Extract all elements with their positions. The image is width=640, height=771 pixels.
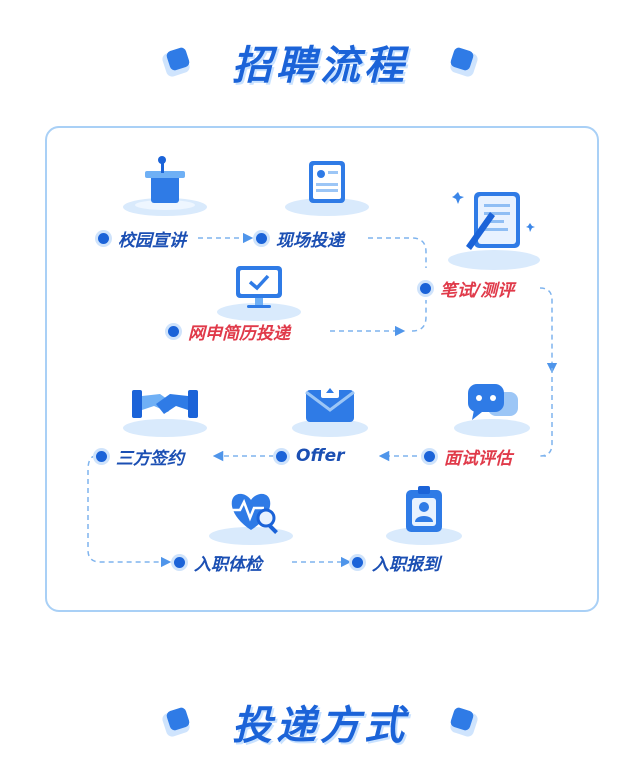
step-offer: Offer xyxy=(276,445,345,467)
step-label: 笔试/测评 xyxy=(440,280,515,301)
node-dot xyxy=(256,232,267,244)
step-label: 三方签约 xyxy=(116,448,184,469)
step-label: 校园宣讲 xyxy=(118,230,186,251)
heart-magnifier-icon xyxy=(209,493,293,545)
step-label: Offer xyxy=(296,446,345,466)
process-title: 招聘流程 xyxy=(232,43,408,89)
cube-decoration-icon xyxy=(450,47,478,77)
step-onsite-delivery: 现场投递 xyxy=(256,227,344,251)
step-onboarding: 入职报到 xyxy=(352,551,440,575)
step-medical-check: 入职体检 xyxy=(174,551,262,575)
podium-icon xyxy=(123,156,207,216)
step-online-resume: 网申简历投递 xyxy=(168,320,290,344)
delivery-title: 投递方式 xyxy=(232,703,408,749)
cube-decoration-icon xyxy=(450,707,478,737)
node-dot xyxy=(168,325,179,337)
step-tripartite: 三方签约 xyxy=(96,445,184,469)
node-dot xyxy=(352,556,363,568)
scroll-pen-icon xyxy=(448,192,540,270)
node-dot xyxy=(96,450,107,462)
step-label: 网申简历投递 xyxy=(188,323,290,344)
node-dot xyxy=(98,232,109,244)
resume-document-icon xyxy=(285,161,369,216)
step-label: 面试评估 xyxy=(444,448,512,469)
connector-onsite-to-test xyxy=(368,237,427,268)
connector-right-side xyxy=(539,368,553,457)
cube-decoration-icon xyxy=(162,707,190,737)
node-dot xyxy=(420,282,431,294)
step-campus-talk: 校园宣讲 xyxy=(98,227,186,251)
connector-test-down xyxy=(539,287,558,374)
step-label: 现场投递 xyxy=(276,230,344,251)
chat-bubbles-icon xyxy=(454,384,530,437)
id-badge-icon xyxy=(386,486,462,545)
process-heading: 招聘流程 xyxy=(0,32,640,92)
monitor-check-icon xyxy=(217,266,301,321)
node-dot xyxy=(424,450,435,462)
envelope-icon xyxy=(292,384,368,437)
handshake-icon xyxy=(123,390,207,437)
connector-sign-to-medical xyxy=(87,455,172,568)
step-label: 入职体检 xyxy=(194,554,262,575)
step-written-test: 笔试/测评 xyxy=(420,277,515,301)
cube-decoration-icon xyxy=(162,47,190,77)
step-interview-eval: 面试评估 xyxy=(424,445,512,469)
node-dot xyxy=(276,450,287,462)
node-dot xyxy=(174,556,185,568)
step-label: 入职报到 xyxy=(372,554,440,575)
delivery-heading: 投递方式 xyxy=(0,692,640,752)
connector-online-to-test xyxy=(411,300,427,332)
